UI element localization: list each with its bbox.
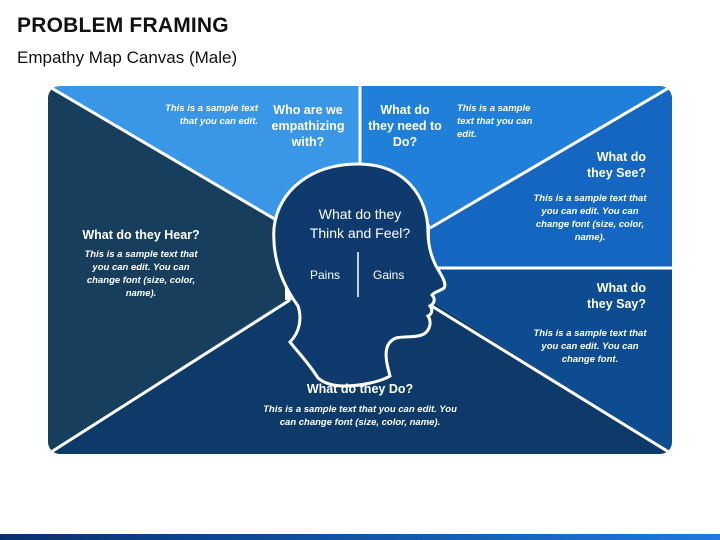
need-to-do-heading: What do they need to Do? xyxy=(368,103,442,149)
who-section-text: This is a sample text that you can edit. xyxy=(165,103,258,127)
see-text: This is a sample text that you can edit.… xyxy=(533,193,647,243)
hear-heading: What do they Hear? xyxy=(82,228,200,242)
divider-lines xyxy=(48,86,672,454)
gains-label: Gains xyxy=(373,268,405,282)
say-heading: What do they Say? xyxy=(586,281,646,311)
who-section xyxy=(48,86,360,225)
say-section xyxy=(430,268,672,454)
head-silhouette xyxy=(272,162,447,388)
page-subtitle: Empathy Map Canvas (Male) xyxy=(17,48,238,67)
need-to-do-text: This is a sample text that you can edit. xyxy=(457,103,533,140)
bottom-accent-bar xyxy=(0,534,720,540)
hear-text: This is a sample text that you can edit.… xyxy=(84,249,198,299)
who-section-heading: Who are we empathizing with? xyxy=(271,103,345,149)
need-to-do-section xyxy=(360,86,672,225)
see-heading: What do they See? xyxy=(586,150,646,180)
do-text: This is a sample text that you can edit.… xyxy=(263,404,457,428)
think-feel-question: What do they Think and Feel? xyxy=(309,206,411,241)
do-heading: What do they Do? xyxy=(306,382,414,396)
see-section xyxy=(430,86,672,268)
pains-label: Pains xyxy=(310,268,341,282)
page-title: PROBLEM FRAMING xyxy=(17,14,229,37)
say-text: This is a sample text that you can edit.… xyxy=(533,328,647,365)
hear-section xyxy=(48,86,285,454)
